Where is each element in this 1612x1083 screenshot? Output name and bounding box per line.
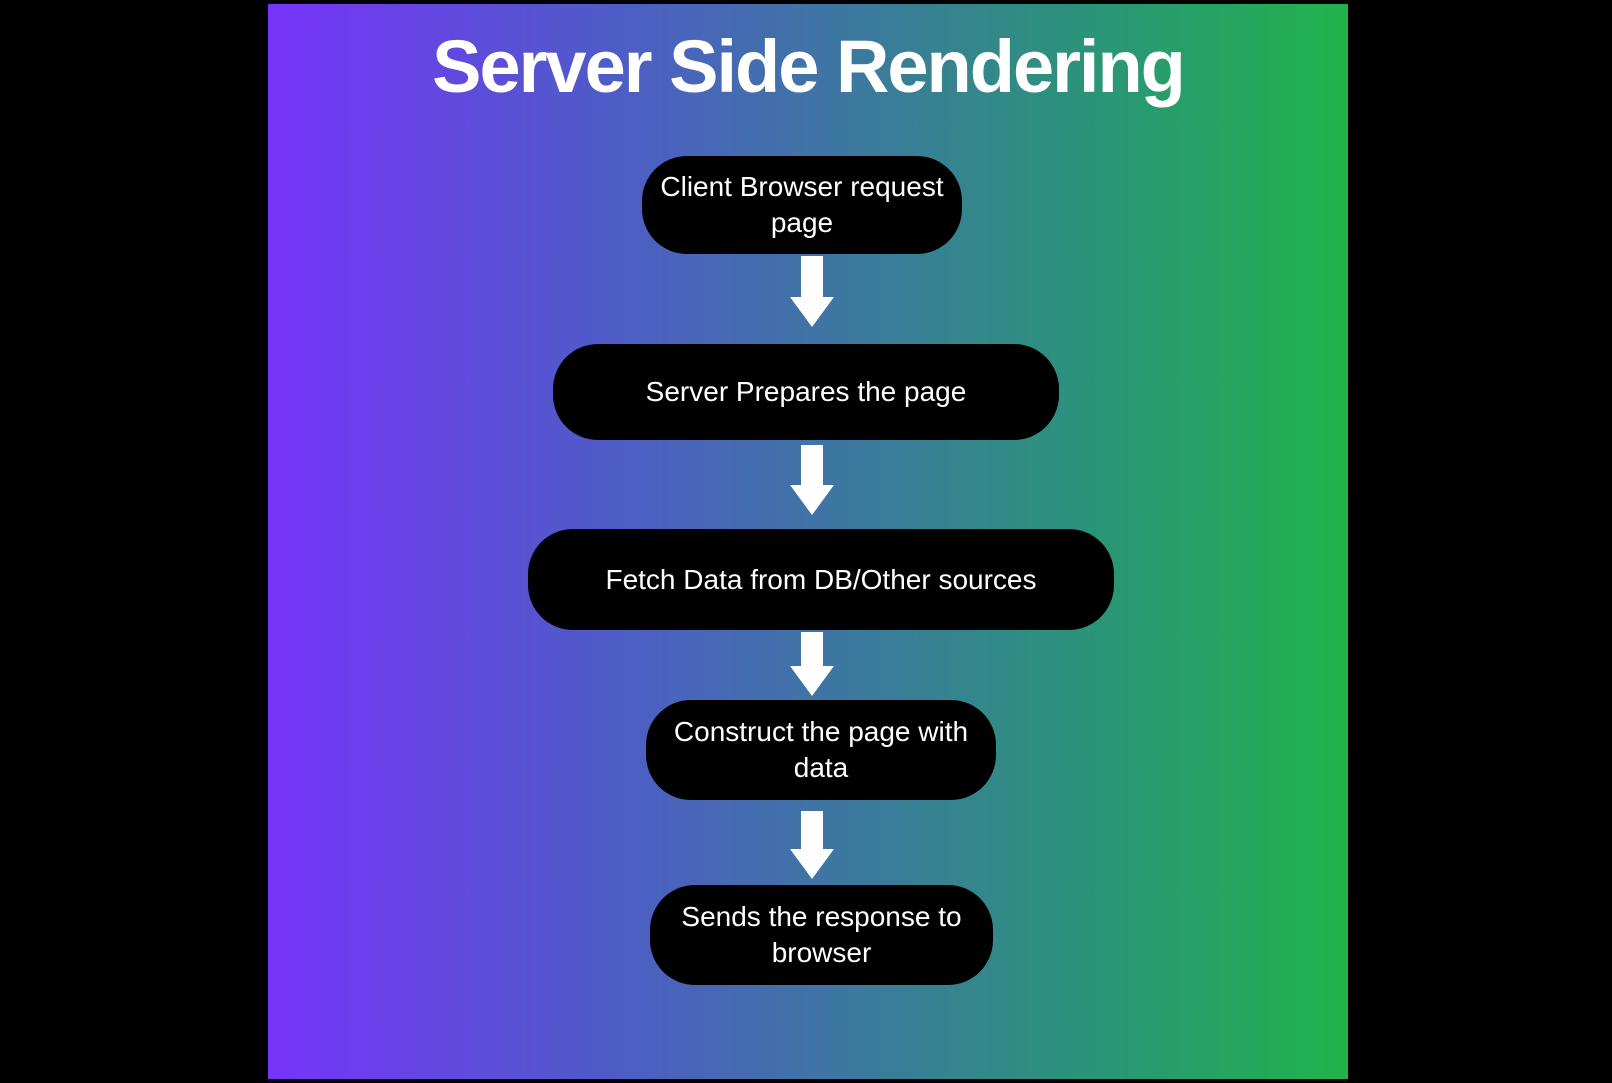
down-arrow-icon [790, 632, 834, 696]
flow-node-server-prepares: Server Prepares the page [553, 344, 1059, 440]
gradient-canvas: Server Side Rendering Client Browser req… [268, 4, 1348, 1079]
flow-node-client-request: Client Browser request page [642, 156, 962, 254]
page-title: Server Side Rendering [432, 25, 1186, 108]
flow-node-construct-page: Construct the page with data [646, 700, 996, 800]
flow-node-send-response: Sends the response to browser [650, 885, 993, 985]
flow-node-label: Construct the page with data [673, 716, 969, 783]
arrow-head [790, 485, 834, 515]
arrow-head [790, 849, 834, 879]
down-arrow-icon [790, 445, 834, 515]
arrow-shaft [801, 445, 823, 485]
arrow-shaft [801, 632, 823, 666]
arrow-shaft [801, 256, 823, 297]
flow-node-label: Fetch Data from DB/Other sources [605, 563, 1037, 595]
flow-node-fetch-data: Fetch Data from DB/Other sources [528, 529, 1114, 630]
down-arrow-icon [790, 256, 834, 327]
arrow-head [790, 666, 834, 696]
arrow-head [790, 297, 834, 327]
flow-node-label: Client Browser request page [660, 171, 944, 238]
flow-node-label: Server Prepares the page [645, 376, 967, 407]
flow-node-label: Sends the response to browser [681, 901, 962, 968]
down-arrow-icon [790, 811, 834, 879]
arrow-shaft [801, 811, 823, 849]
